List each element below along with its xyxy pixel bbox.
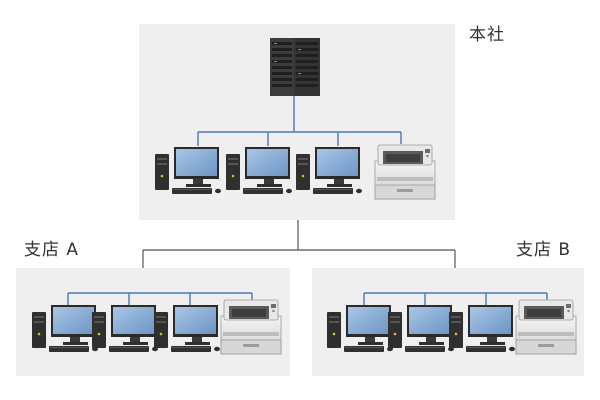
branch-a-network-lines (67, 292, 253, 306)
hq-printer-icon (374, 144, 436, 200)
server-icon (270, 38, 320, 96)
site-connector-lines (142, 220, 456, 268)
headquarters-label: 本社 (469, 25, 505, 45)
branch-a-label: 支店 A (24, 240, 80, 260)
branch-b-label: 支店 B (516, 240, 572, 260)
branch-a-printer-icon (220, 299, 282, 355)
headquarters-network-lines (197, 96, 402, 146)
branch-b-printer-icon (515, 299, 577, 355)
branch-b-network-lines (363, 292, 548, 306)
